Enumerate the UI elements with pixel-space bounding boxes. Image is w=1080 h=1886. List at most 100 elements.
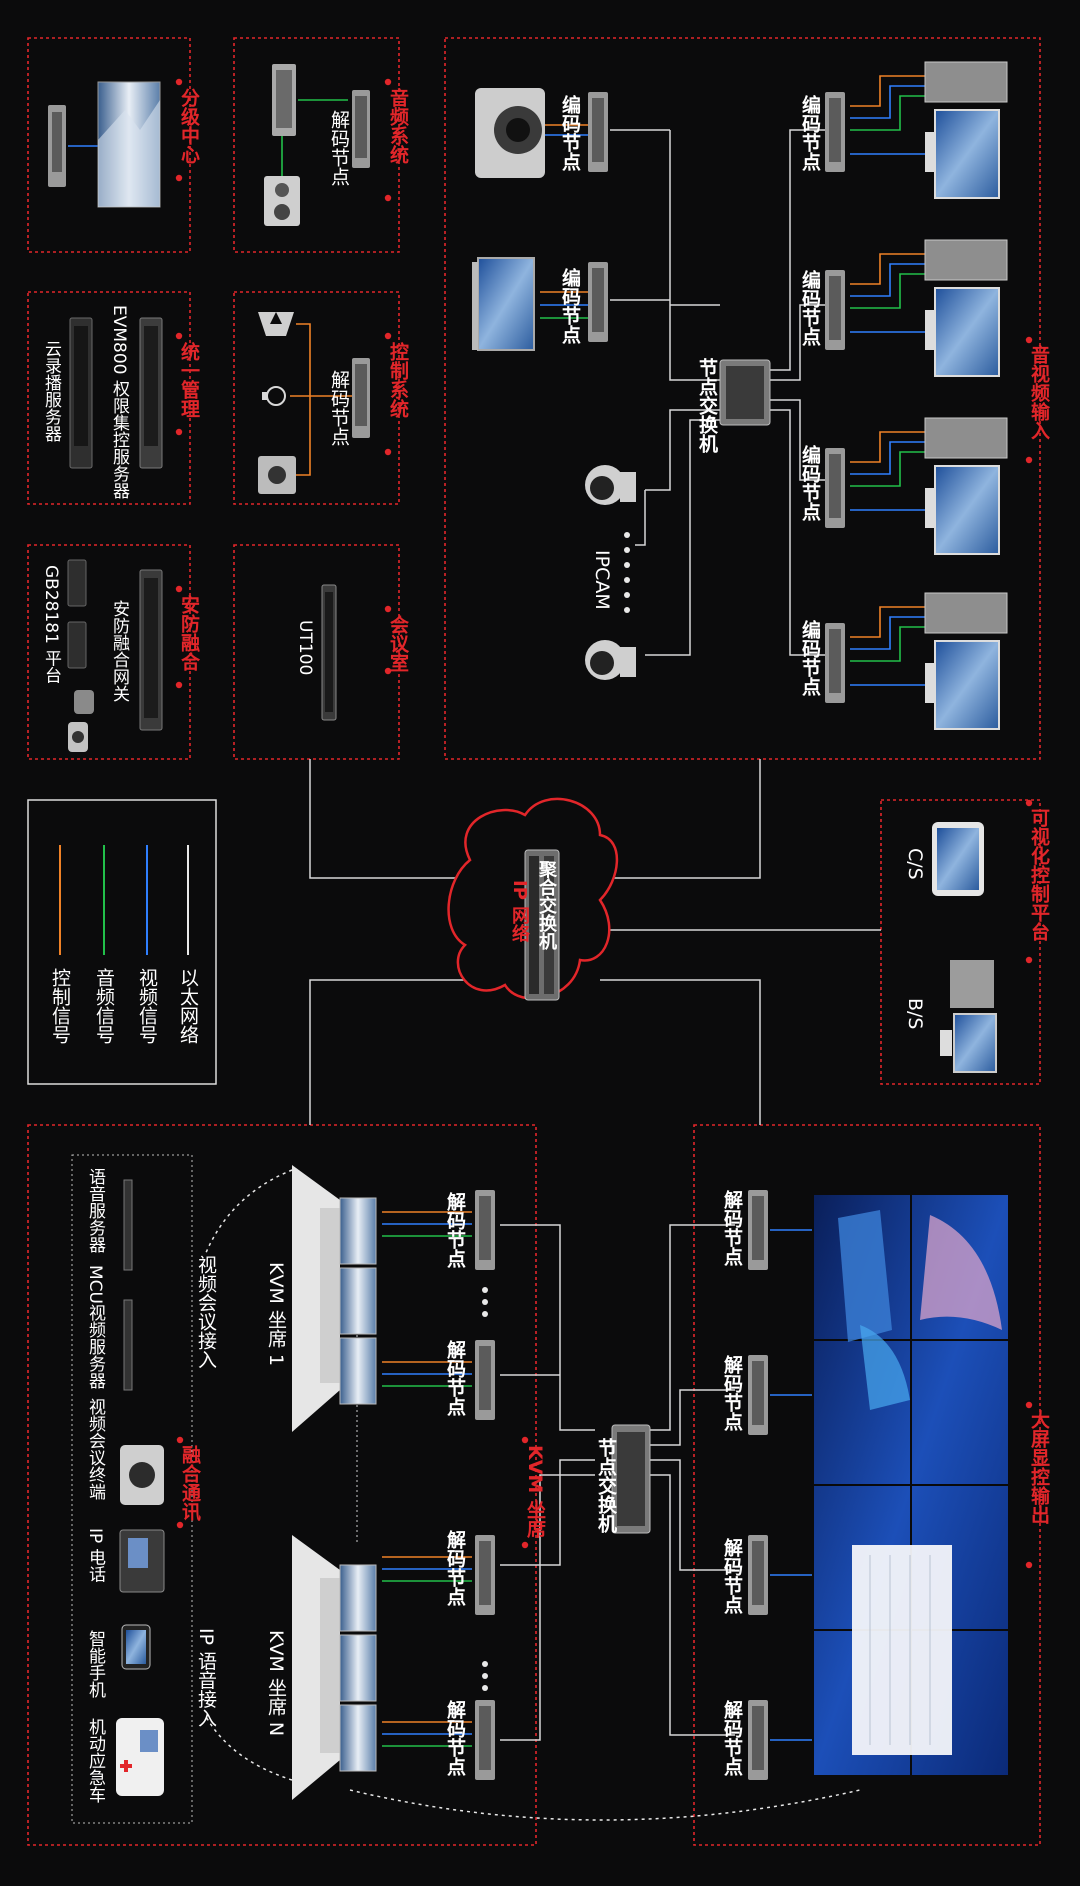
kvm-ellipsis-1: [482, 1287, 488, 1317]
video-conf-terminal-icon: [120, 1445, 164, 1505]
encoder-node-icon-1: [588, 92, 608, 172]
encoder-label-1: 编码节点: [559, 95, 581, 171]
gb28181-device-icon: [67, 559, 87, 669]
av-node-switch-icon: [719, 359, 771, 426]
kvm-signal-arrows-1: [382, 1211, 472, 1237]
encoder-label-6: 编码节点: [799, 620, 821, 696]
title-unified-mgmt: 统一管理: [178, 342, 200, 418]
arrows-encoder-1: [545, 124, 588, 136]
sub-center-node-icon: [48, 105, 66, 187]
fusion-item-6: 机动应急车: [85, 1718, 105, 1803]
speaker-icon: [264, 176, 300, 226]
kvm-monitor-icon-6: [339, 1704, 377, 1772]
kvm-seat-1-label: KVM 坐席 1: [265, 1262, 287, 1367]
title-dot-8: [384, 448, 392, 456]
kvm-seat-n-desk-icon: [292, 1535, 340, 1800]
dotted-curve-video-conf: [204, 1169, 293, 1256]
legend-control-label: 控制信号: [49, 968, 71, 1044]
encoder-workstation-2: [825, 239, 1008, 377]
signal-arrows-encoder-4: [850, 253, 925, 333]
kvm-signal-arrows-4: [382, 1721, 472, 1747]
fusion-item-3: 视频会议终端: [85, 1398, 105, 1500]
speaker-amp-icon: [272, 64, 296, 136]
title-audio-system: 音频系统: [387, 88, 409, 164]
wall-decoder-node-icon-2: [748, 1355, 768, 1435]
ipcam-label: IPCAM: [591, 550, 613, 610]
wall-decoder-label-4: 解码节点: [721, 1700, 743, 1776]
emergency-vehicle-icon: [116, 1718, 164, 1796]
title-av-input: 音视频输入: [1028, 345, 1050, 440]
title-dot-5: [175, 332, 183, 340]
title-dot-7: [384, 332, 392, 340]
kvm-decoder-label-3: 解码节点: [444, 1530, 466, 1606]
kvm-seat-1-desk-icon: [292, 1165, 340, 1432]
conference-camera-icon: [475, 88, 545, 178]
fusion-item-2: MCU视频服务器: [85, 1265, 105, 1389]
wall-decoder-node-icon-4: [748, 1700, 768, 1780]
title-kvm: KVM 坐席: [524, 1445, 546, 1538]
kvm-node-switch-label: 节点交换机: [595, 1438, 617, 1533]
title-dot-4: [384, 194, 392, 202]
gb28181-label: GB28181 平台: [41, 565, 61, 684]
panel-kvm: [27, 1124, 537, 1846]
title-fusion: 融合通讯: [179, 1445, 201, 1521]
kvm-seat-n-label: KVM 坐席 N: [265, 1630, 287, 1737]
title-visual-control: 可视化控制平台: [1028, 808, 1050, 941]
ipcam-dome-icon-1: [585, 465, 636, 505]
panel-visual-control: [880, 799, 1041, 1085]
panel-audio-system: [233, 37, 400, 253]
ip-phone-icon: [119, 1529, 165, 1593]
evm800-server-icon: [139, 317, 163, 469]
title-dot-14: [1025, 456, 1033, 464]
evm800-label: EVM800 权限集控服务器: [109, 305, 129, 499]
title-dot-10: [175, 681, 183, 689]
kvm-signal-arrows-3: [382, 1556, 472, 1582]
kvm-signal-arrows-2: [382, 1361, 472, 1387]
cloud-recording-label: 云录播服务器: [41, 340, 61, 442]
ipcam-ellipsis: [624, 532, 630, 613]
encoder-label-5: 编码节点: [799, 445, 821, 521]
security-gateway-label: 安防融合网关: [109, 600, 129, 702]
cs-label: C/S: [904, 848, 926, 880]
cloud-recording-server-icon: [69, 317, 93, 469]
audio-decoder-node-icon: [352, 90, 370, 168]
ptz-camera-icon: [258, 456, 296, 494]
legend-audio-label: 音频信号: [93, 968, 115, 1044]
smartphone-icon: [121, 1624, 151, 1670]
light-bulb-icon: [262, 386, 286, 406]
desktop-pc-icon: [940, 960, 997, 1073]
dotted-curve-ip-voice: [204, 1714, 293, 1781]
aggregation-switch-icon: [524, 849, 560, 1001]
panel-av-input: [444, 37, 1041, 760]
panel-big-screen: [693, 1124, 1041, 1846]
sub-center-display-icon: [97, 81, 161, 208]
title-dot-2: [175, 174, 183, 182]
kvm-monitor-icon-1: [339, 1197, 377, 1265]
title-dot-18: [521, 1541, 529, 1549]
title-security: 安防融合: [178, 595, 200, 671]
title-dot-22: [1025, 1561, 1033, 1569]
wall-decoder-label-2: 解码节点: [721, 1355, 743, 1431]
title-dot-21: [1025, 1401, 1033, 1409]
security-camera-icon: [68, 690, 94, 752]
fusion-item-1: 语音服务器: [85, 1168, 105, 1253]
arrows-encoder-2: [540, 291, 588, 319]
kvm-decoder-label-4: 解码节点: [444, 1700, 466, 1776]
mcu-server-icon: [123, 1299, 133, 1391]
title-dot-6: [175, 428, 183, 436]
dotted-curve-bottom: [349, 1789, 861, 1821]
security-gateway-icon: [139, 569, 163, 731]
title-dot-16: [1025, 956, 1033, 964]
kvm-decoder-node-icon-1: [475, 1190, 495, 1270]
ipcam-dome-icon-2: [585, 640, 636, 680]
av-node-switch-label: 节点交换机: [696, 358, 718, 453]
fusion-item-4: IP 电话: [85, 1528, 105, 1583]
title-dot-17: [521, 1436, 529, 1444]
ip-voice-access-label: IP 语音接入: [195, 1628, 217, 1728]
video-conf-access-label: 视频会议接入: [195, 1255, 217, 1369]
wall-decoder-node-icon-1: [748, 1190, 768, 1270]
tablet-icon: [932, 822, 984, 896]
encoder-label-4: 编码节点: [799, 270, 821, 346]
ut100-device-icon: [321, 584, 337, 721]
encoder-workstation-3: [825, 417, 1008, 555]
